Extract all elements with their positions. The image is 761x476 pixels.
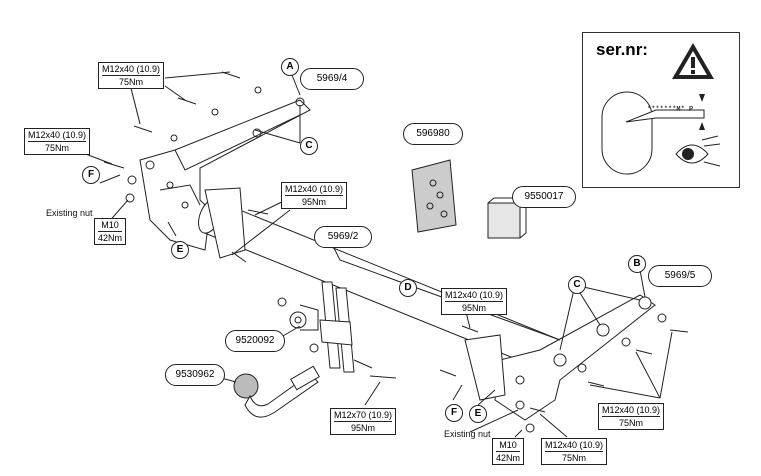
part-5969-4: 5969/4 [300, 68, 364, 90]
spec-m12x40-75-left: M12x40 (10.9)75Nm [24, 128, 91, 155]
callout-a: A [281, 58, 299, 76]
callout-f-right: F [445, 404, 463, 422]
warning-icon [672, 43, 714, 79]
electrical-module [411, 159, 457, 233]
callout-b: B [628, 255, 646, 273]
callout-c-left: C [300, 137, 318, 155]
spec-m12x40-75-bottom: M12x40 (10.9)75Nm [541, 438, 608, 465]
part-9530962: 9530962 [165, 364, 225, 386]
callout-c-right: C [568, 276, 586, 294]
existing-nut-left: Existing nut [46, 208, 93, 218]
part-596980: 596980 [403, 123, 463, 145]
serial-title: ser.nr: [596, 40, 648, 59]
tow-ball [233, 365, 320, 418]
spec-m12x40-95-right: M12x40 (10.9)95Nm [441, 288, 508, 315]
spec-m12x40-75-top: M12x40 (10.9)75Nm [98, 62, 165, 89]
bolts-right [277, 297, 689, 433]
left-bracket [139, 99, 311, 251]
callout-e-right: E [469, 405, 487, 423]
vehicle-plate-illustration [601, 91, 705, 175]
part-5969-2: 5969/2 [314, 226, 372, 248]
eye-icon [675, 135, 721, 167]
callout-d: D [399, 279, 417, 297]
socket-plate [289, 304, 319, 331]
part-9520092: 9520092 [225, 330, 285, 352]
spec-m12x70-95: M12x70 (10.9)95Nm [330, 408, 397, 435]
right-bracket [464, 294, 656, 421]
part-5969-5: 5969/5 [648, 265, 712, 287]
existing-nut-right: Existing nut [444, 429, 491, 439]
spec-m12x40-95-center: M12x40 (10.9)95Nm [281, 182, 348, 209]
callout-e-left: E [171, 241, 189, 259]
spec-m12x40-75-right: M12x40 (10.9)75Nm [598, 403, 665, 430]
callout-f-left: F [82, 166, 100, 184]
drop-bracket [319, 281, 355, 373]
serial-plate-text: *******M* P [647, 106, 694, 114]
part-9550017: 9550017 [512, 186, 576, 208]
